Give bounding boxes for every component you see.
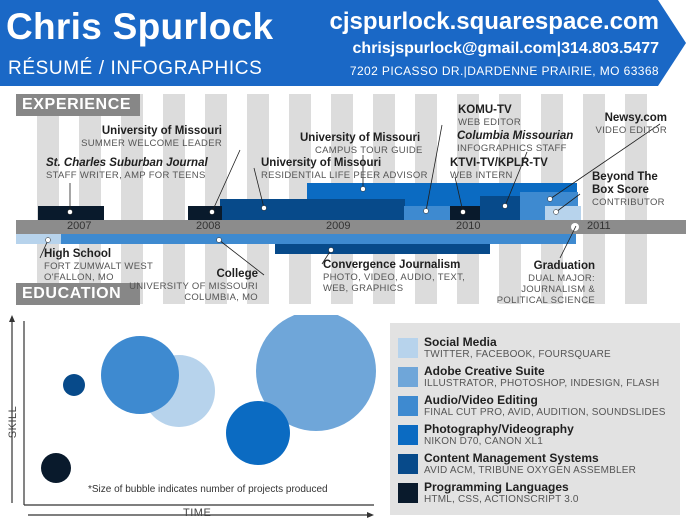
- swatch-social-media: [398, 338, 418, 358]
- edu-title: High School: [44, 248, 112, 260]
- exp-title-2: Box Score: [592, 184, 649, 196]
- header-banner: [0, 0, 686, 86]
- legend-detail: ILLUSTRATOR, PHOTOSHOP, INDESIGN, FLASH: [424, 378, 660, 389]
- bar-summer-welcome: [188, 206, 222, 220]
- edu-title: Graduation: [533, 260, 595, 272]
- year-2010: 2010: [456, 220, 481, 232]
- bubble-adobe: [256, 315, 376, 431]
- exp-campus-tour: University of Missouri CAMPUS TOUR GUIDE: [300, 132, 423, 156]
- edu-detail-1: PHOTO, VIDEO, AUDIO, TEXT,: [323, 272, 466, 283]
- edu-detail-2: WEB, GRAPHICS: [323, 283, 404, 294]
- exp-peer-advisor: University of Missouri RESIDENTIAL LIFE …: [261, 157, 428, 181]
- education-heading: EDUCATION: [16, 283, 140, 305]
- exp-detail: RESIDENTIAL LIFE PEER ADVISOR: [261, 170, 428, 181]
- edu-detail-2: JOURNALISM &: [521, 284, 595, 295]
- edu-convergence: Convergence Journalism PHOTO, VIDEO, AUD…: [323, 259, 465, 294]
- swatch-photography: [398, 425, 418, 445]
- exp-detail: VIDEO EDITOR: [595, 125, 667, 136]
- bar-college: [61, 234, 576, 244]
- swatch-cms: [398, 454, 418, 474]
- edu-college: College UNIVERSITY OF MISSOURI COLUMBIA,…: [129, 268, 258, 303]
- address: 7202 PICASSO DR.|DARDENNE PRAIRIE, MO 63…: [349, 64, 659, 78]
- edu-detail-1: DUAL MAJOR:: [528, 273, 595, 284]
- y-axis-label: SKILL: [7, 405, 20, 439]
- edu-graduation: Graduation DUAL MAJOR: JOURNALISM & POLI…: [497, 260, 595, 306]
- exp-summer-welcome: University of Missouri SUMMER WELCOME LE…: [81, 125, 222, 149]
- exp-detail: WEB INTERN: [450, 170, 513, 181]
- bar-peer-advisor: [220, 199, 405, 220]
- edu-detail-1: FORT ZUMWALT WEST: [44, 261, 154, 272]
- legend-title: Programming Languages: [424, 480, 569, 494]
- legend-detail: TWITTER, FACEBOOK, FOURSQUARE: [424, 349, 611, 360]
- exp-title: KTVI-TV/KPLR-TV: [450, 157, 548, 169]
- edu-detail-2: COLUMBIA, MO: [184, 292, 258, 303]
- swatch-audio-video: [398, 396, 418, 416]
- bubble-programming: [41, 453, 71, 483]
- exp-detail: CAMPUS TOUR GUIDE: [315, 145, 423, 156]
- x-axis-label: TIME: [183, 507, 212, 519]
- year-2009: 2009: [326, 220, 351, 232]
- legend-title: Adobe Creative Suite: [424, 364, 545, 378]
- edu-detail-3: POLITICAL SCIENCE: [496, 295, 595, 306]
- swatch-adobe: [398, 367, 418, 387]
- exp-detail: STAFF WRITER, AMP FOR TEENS: [46, 170, 206, 181]
- exp-title: University of Missouri: [300, 132, 421, 144]
- bar-convergence: [275, 244, 490, 254]
- exp-komu: KOMU-TV WEB EDITOR: [458, 104, 521, 128]
- exp-title: Newsy.com: [604, 112, 667, 124]
- edu-high-school: High School FORT ZUMWALT WEST O'FALLON, …: [44, 248, 153, 283]
- experience-heading: EXPERIENCE: [16, 94, 140, 116]
- swatch-programming: [398, 483, 418, 503]
- exp-newsy: Newsy.com VIDEO EDITOR: [595, 112, 667, 136]
- skills-legend: Social Media TWITTER, FACEBOOK, FOURSQUA…: [390, 323, 680, 515]
- edu-title: College: [216, 268, 258, 280]
- exp-title: University of Missouri: [261, 157, 382, 169]
- year-2007: 2007: [67, 220, 92, 232]
- website-link[interactable]: cjspurlock.squarespace.com: [329, 8, 659, 35]
- timeline-graphic: [16, 94, 686, 304]
- exp-missourian: Columbia Missourian INFOGRAPHICS STAFF: [457, 130, 573, 154]
- legend-detail: FINAL CUT PRO, AVID, AUDITION, SOUNDSLID…: [424, 407, 666, 418]
- exp-title-1: Beyond The: [592, 171, 658, 183]
- exp-detail: WEB EDITOR: [458, 117, 521, 128]
- exp-ktvi: KTVI-TV/KPLR-TV WEB INTERN: [450, 157, 548, 181]
- exp-title: University of Missouri: [101, 125, 222, 137]
- exp-beyond-box: Beyond The Box Score CONTRIBUTOR: [592, 171, 665, 208]
- legend-title: Social Media: [424, 335, 497, 349]
- exp-title: Columbia Missourian: [457, 130, 574, 142]
- bubble-size-note: *Size of bubble indicates number of proj…: [88, 484, 328, 495]
- exp-title: KOMU-TV: [458, 104, 512, 116]
- legend-title: Audio/Video Editing: [424, 393, 538, 407]
- exp-suburban-journal: St. Charles Suburban Journal STAFF WRITE…: [46, 157, 208, 181]
- resume-subtitle: RÉSUMÉ / INFOGRAPHICS: [8, 58, 263, 79]
- bubble-audio-video: [101, 336, 179, 414]
- legend-title: Content Management Systems: [424, 451, 599, 465]
- contact-info[interactable]: chrisjspurlock@gmail.com|314.803.5477: [352, 40, 659, 57]
- year-2011: 2011: [587, 220, 611, 232]
- edu-title: Convergence Journalism: [323, 259, 461, 271]
- bubble-cms: [63, 374, 85, 396]
- legend-detail: NIKON D70, CANON XL1: [424, 436, 544, 447]
- legend-detail: HTML, CSS, ACTIONSCRIPT 3.0: [424, 494, 579, 505]
- exp-title: St. Charles Suburban Journal: [46, 157, 208, 169]
- bubble-photography: [226, 401, 290, 465]
- resume-name: Chris Spurlock: [6, 6, 274, 47]
- edu-detail-1: UNIVERSITY OF MISSOURI: [129, 281, 258, 292]
- exp-detail: SUMMER WELCOME LEADER: [81, 138, 222, 149]
- bar-beyond-box: [545, 206, 581, 220]
- skills-bubble-chart: [9, 315, 376, 518]
- edu-detail-2: O'FALLON, MO: [44, 272, 114, 283]
- legend-title: Photography/Videography: [424, 422, 574, 436]
- bar-high-school: [16, 234, 61, 244]
- year-2008: 2008: [196, 220, 221, 232]
- exp-detail: CONTRIBUTOR: [592, 197, 665, 208]
- exp-detail: INFOGRAPHICS STAFF: [457, 143, 567, 154]
- legend-detail: AVID ACM, TRIBUNE OXYGEN ASSEMBLER: [424, 465, 637, 476]
